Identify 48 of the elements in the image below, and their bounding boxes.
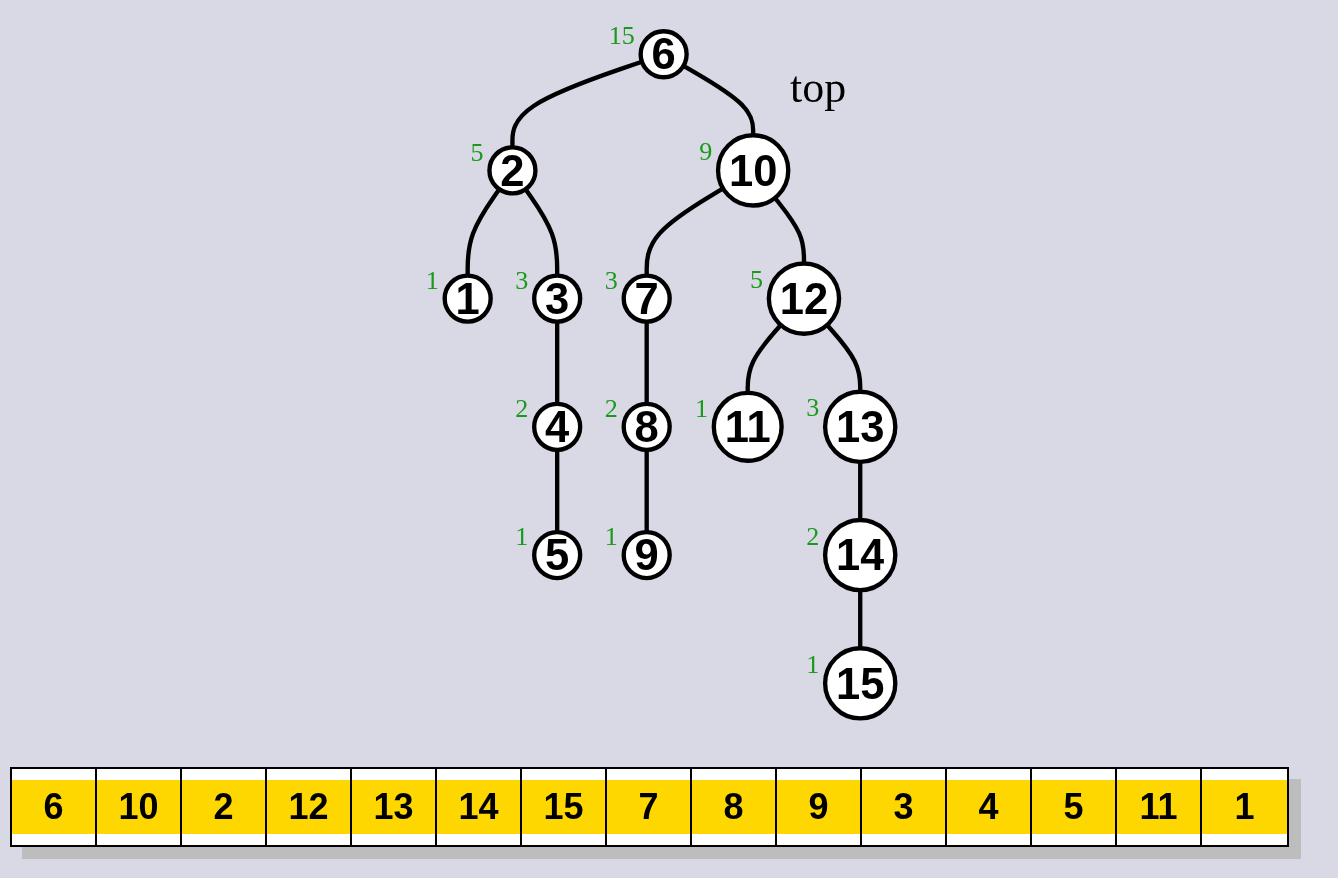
array-cell: 6: [12, 769, 97, 845]
connector: [644, 321, 649, 404]
size-label: 3: [806, 393, 820, 423]
node-circle: 9: [621, 529, 672, 581]
node-circle: 12: [766, 261, 842, 336]
size-label: 2: [604, 394, 618, 424]
array-cell: 2: [182, 769, 267, 845]
array-cell: 9: [777, 769, 862, 845]
node-circle: 4: [532, 401, 583, 452]
node-circle: 7: [621, 273, 672, 324]
size-label: 5: [750, 265, 764, 295]
node-circle: 2: [487, 145, 538, 196]
node-circle: 8: [621, 401, 672, 452]
node-circle: 14: [822, 517, 898, 593]
array-cell: 4: [947, 769, 1032, 845]
array-cell: 15: [522, 769, 607, 845]
array-cell: 3: [862, 769, 947, 845]
array-cell: 12: [267, 769, 352, 845]
node-circle: 11: [711, 390, 784, 463]
connector: [858, 590, 863, 649]
size-label: 3: [515, 265, 529, 295]
size-label: 1: [694, 393, 708, 423]
size-label: 1: [806, 649, 820, 679]
node-circle: 1: [442, 273, 493, 324]
size-label: 2: [515, 394, 529, 424]
size-label: 9: [699, 136, 713, 166]
size-label: 1: [515, 522, 529, 552]
node-circle: 5: [532, 529, 583, 581]
array-cell: 13: [352, 769, 437, 845]
size-label: 2: [806, 521, 820, 551]
size-label: 3: [604, 265, 618, 295]
connector: [745, 323, 783, 393]
size-label: 15: [608, 21, 635, 51]
array-cell: 8: [692, 769, 777, 845]
array-cell: 14: [437, 769, 522, 845]
size-label: 1: [425, 265, 439, 295]
array-cell: 7: [607, 769, 692, 845]
node-circle: 13: [822, 389, 898, 465]
array-cell: 11: [1117, 769, 1202, 845]
size-label: 5: [470, 137, 484, 167]
node-circle: 15: [822, 646, 898, 721]
node-circle: 10: [715, 133, 791, 208]
node-circle: 6: [638, 29, 689, 80]
node-circle: 3: [532, 273, 583, 324]
array-cell: 10: [97, 769, 182, 845]
size-label: 1: [604, 522, 618, 552]
annotation-text: top: [790, 62, 847, 113]
array-cell: 5: [1032, 769, 1117, 845]
